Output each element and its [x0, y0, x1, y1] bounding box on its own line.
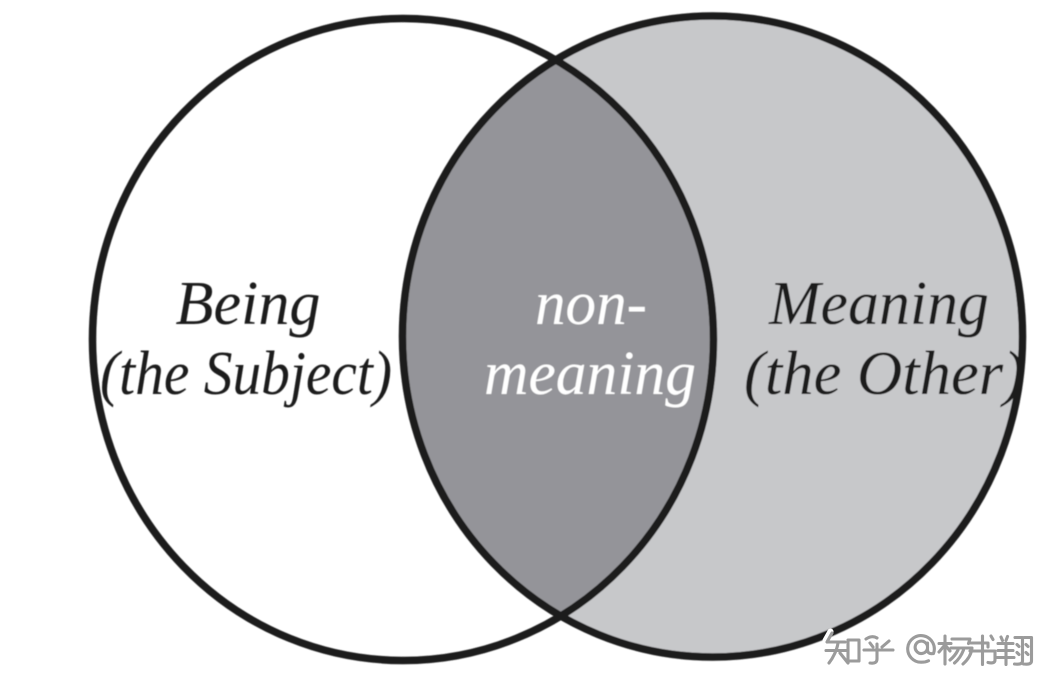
svg-text:non-: non- [535, 270, 647, 338]
svg-text:meaning: meaning [484, 340, 696, 408]
svg-text:Meaning: Meaning [768, 270, 989, 338]
svg-text:Being: Being [176, 270, 321, 338]
svg-text:(the Subject): (the Subject) [100, 340, 392, 408]
svg-text:(the Other): (the Other) [744, 340, 1024, 408]
